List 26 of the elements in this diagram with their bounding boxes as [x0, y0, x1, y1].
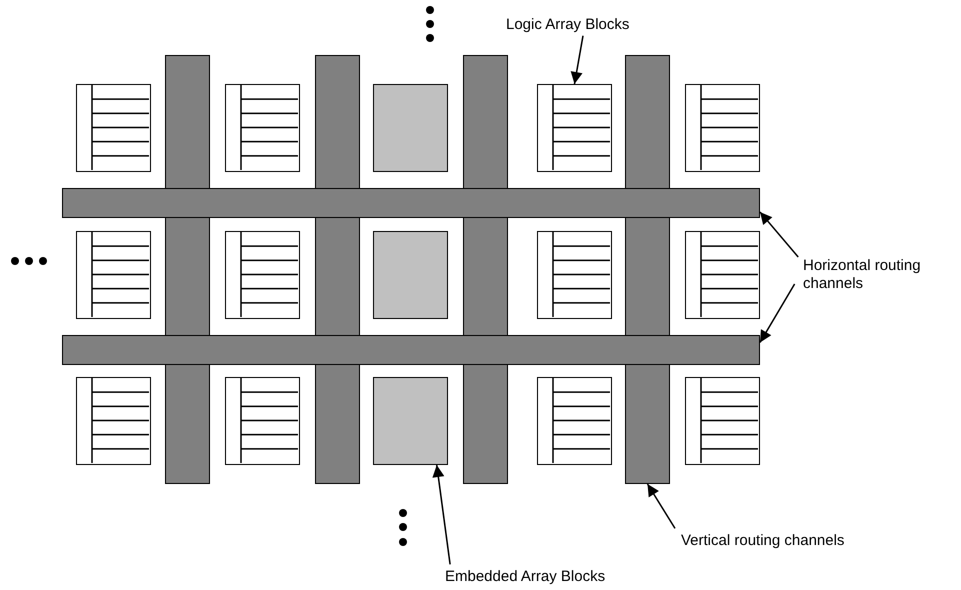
logic-array-block [225, 231, 300, 319]
embedded-array-block [373, 377, 448, 465]
logic-array-block [76, 377, 151, 465]
leader-arrow [570, 36, 584, 84]
embedded-array-block [373, 84, 448, 172]
logic-array-block [76, 84, 151, 172]
logic-array-block [685, 84, 760, 172]
logic-array-block [685, 377, 760, 465]
leader-arrow [432, 464, 451, 564]
leader-arrow [759, 212, 799, 258]
leader-arrow [646, 484, 676, 529]
logic-array-block [225, 377, 300, 465]
logic-array-block [76, 231, 151, 319]
callout-label: Embedded Array Blocks [445, 568, 606, 586]
callout-label: Logic Array Blocks [506, 16, 630, 34]
logic-array-block [537, 377, 612, 465]
routing-channel [62, 188, 760, 218]
logic-array-block [537, 84, 612, 172]
logic-array-block [537, 231, 612, 319]
routing-channel [62, 335, 760, 365]
embedded-array-block [373, 231, 448, 319]
leader-arrow [759, 284, 796, 343]
logic-array-block [685, 231, 760, 319]
logic-array-block [225, 84, 300, 172]
callout-label: Horizontal routing channels [803, 257, 922, 293]
callout-label: Vertical routing channels [681, 532, 844, 550]
